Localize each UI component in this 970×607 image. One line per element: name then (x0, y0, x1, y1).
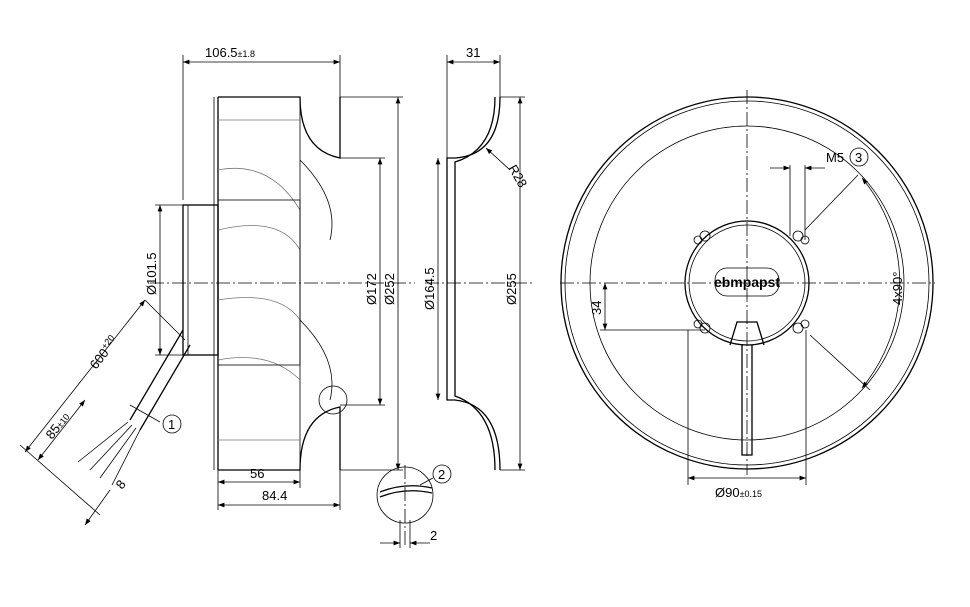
fan-front-view (560, 90, 935, 485)
dim-ring-radius: R28 (505, 162, 530, 190)
dim-cable-length: 600+20 (86, 333, 121, 372)
dim-wire-end: 8 (113, 477, 129, 492)
dim-motor-diameter: Ø101.5 (144, 252, 159, 295)
dim-depth-84: 84.4 (262, 488, 287, 503)
dim-detail-gap: 2 (430, 528, 437, 543)
dim-ring-outer-diameter: Ø255 (504, 273, 519, 305)
dim-inlet-diameter: Ø172 (364, 273, 379, 305)
dim-strip-length: 85±10 (43, 409, 73, 441)
thread-label: M5 (826, 150, 844, 165)
callout-1: 1 (168, 417, 175, 432)
callout-2: 2 (438, 467, 445, 482)
inlet-ring-view (425, 55, 535, 471)
dim-ring-inner-diameter: Ø164.5 (422, 267, 437, 310)
dim-bolt-circle: Ø90±0.15 (715, 485, 762, 500)
fan-side-view (19, 55, 452, 548)
dim-impeller-diameter: Ø252 (382, 273, 397, 305)
dim-depth-56: 56 (250, 466, 264, 481)
dim-angle: 4x90° (890, 272, 905, 305)
dim-ring-depth: 31 (466, 45, 480, 60)
dim-offset: 34 (589, 301, 604, 315)
dim-overall-depth: 106.5±1.8 (205, 45, 255, 60)
brand-logo: ebmpapst (714, 274, 780, 290)
callout-3: 3 (855, 150, 862, 165)
